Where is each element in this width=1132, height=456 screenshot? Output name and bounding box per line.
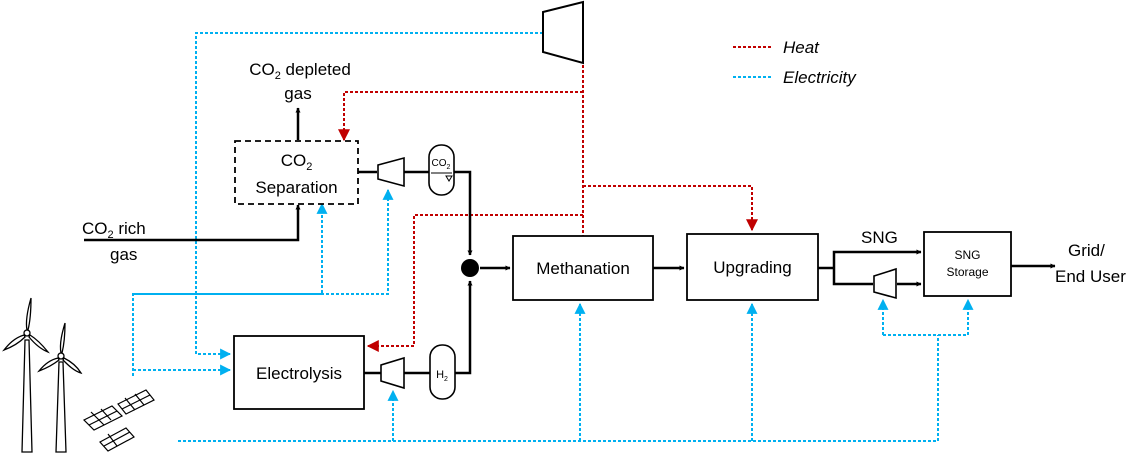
electricity-line-co2sep — [133, 202, 328, 295]
solar-panel-icon — [82, 389, 155, 452]
flow-co2tank-to-junction — [453, 170, 473, 256]
co2-depleted-gas-label-line2: gas — [284, 84, 311, 103]
electricity-line-bottom-bus — [178, 335, 939, 442]
electrolysis-block — [233, 335, 365, 410]
electricity-network — [132, 32, 974, 442]
mixing-junction — [461, 259, 479, 277]
co2-tank-level-marker — [445, 175, 453, 182]
co2-tank-icon — [428, 144, 455, 196]
wind-turbine-icon — [2, 297, 83, 453]
flow-sng-direct — [832, 249, 922, 268]
h2-compressor-icon — [380, 356, 405, 390]
methanation-block — [512, 235, 654, 301]
heat-line-upgrading — [583, 185, 758, 232]
grid-end-user-label-line2: End User — [1055, 267, 1126, 286]
sng-compressor-icon — [873, 267, 897, 300]
sng-storage-block — [923, 231, 1012, 297]
heat-network — [338, 50, 758, 352]
electricity-line-turbine — [195, 32, 543, 360]
upgrading-label: Upgrading — [713, 258, 791, 277]
co2-rich-gas-label-line1: CO2 rich — [82, 219, 146, 241]
co2-tank-label: CO2 — [432, 158, 451, 171]
co2-separation-block — [234, 140, 359, 205]
sng-storage-label-line2: Storage — [946, 265, 988, 279]
flow-sng-to-comp — [832, 268, 873, 286]
sng-storage-label-line1: SNG — [954, 248, 980, 262]
electrolysis-label: Electrolysis — [256, 364, 342, 383]
h2-tank-label: H2 — [436, 369, 448, 383]
upgrading-block — [686, 233, 819, 301]
co2-separation-label-line2: Separation — [255, 178, 337, 197]
legend: Heat Electricity — [733, 38, 857, 87]
co2-rich-gas-label-line2: gas — [110, 245, 137, 264]
heat-line-electrolysis — [366, 214, 583, 352]
grid-end-user-label-line1: Grid/ — [1068, 241, 1105, 260]
methanation-label: Methanation — [536, 259, 630, 278]
electricity-line-left-bus — [132, 188, 394, 376]
h2-tank-icon — [429, 344, 456, 400]
co2-separation-label-line1: CO2 — [281, 151, 313, 173]
heat-line-co2sep — [338, 91, 583, 142]
turbine-icon — [542, 0, 584, 65]
legend-heat-label: Heat — [783, 38, 820, 57]
process-flow — [84, 107, 1056, 375]
flow-co2-rich — [84, 204, 301, 242]
legend-electricity-label: Electricity — [783, 68, 857, 87]
sng-label: SNG — [861, 228, 898, 247]
co2-compressor-icon — [377, 156, 405, 188]
flow-h2tank-to-junction — [455, 280, 473, 375]
co2-depleted-gas-label-line1: CO2 depleted — [249, 60, 351, 82]
